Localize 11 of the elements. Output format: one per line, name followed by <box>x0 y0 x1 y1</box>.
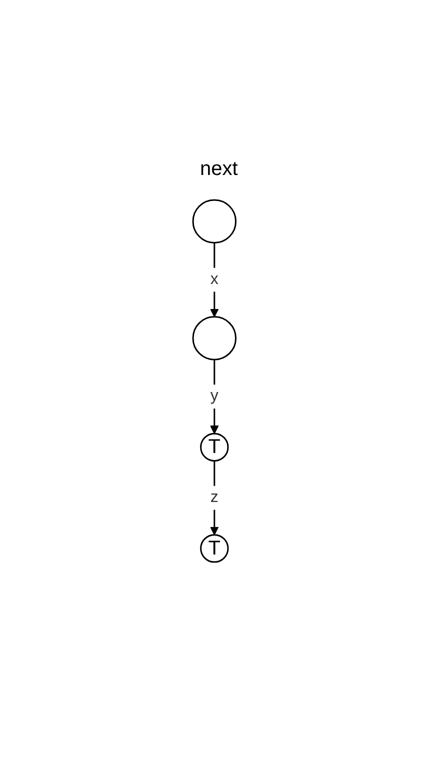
edge-label: x <box>210 271 218 288</box>
edge-label: y <box>210 388 218 405</box>
node-circle <box>192 316 236 361</box>
arrow <box>210 360 218 434</box>
node-circle: T <box>200 433 228 462</box>
edge-label: z <box>210 489 218 506</box>
arrow <box>210 243 218 318</box>
node-circle: T <box>200 534 228 564</box>
text-label: next <box>200 158 238 181</box>
arrow <box>210 461 218 536</box>
node-circle <box>192 200 236 244</box>
